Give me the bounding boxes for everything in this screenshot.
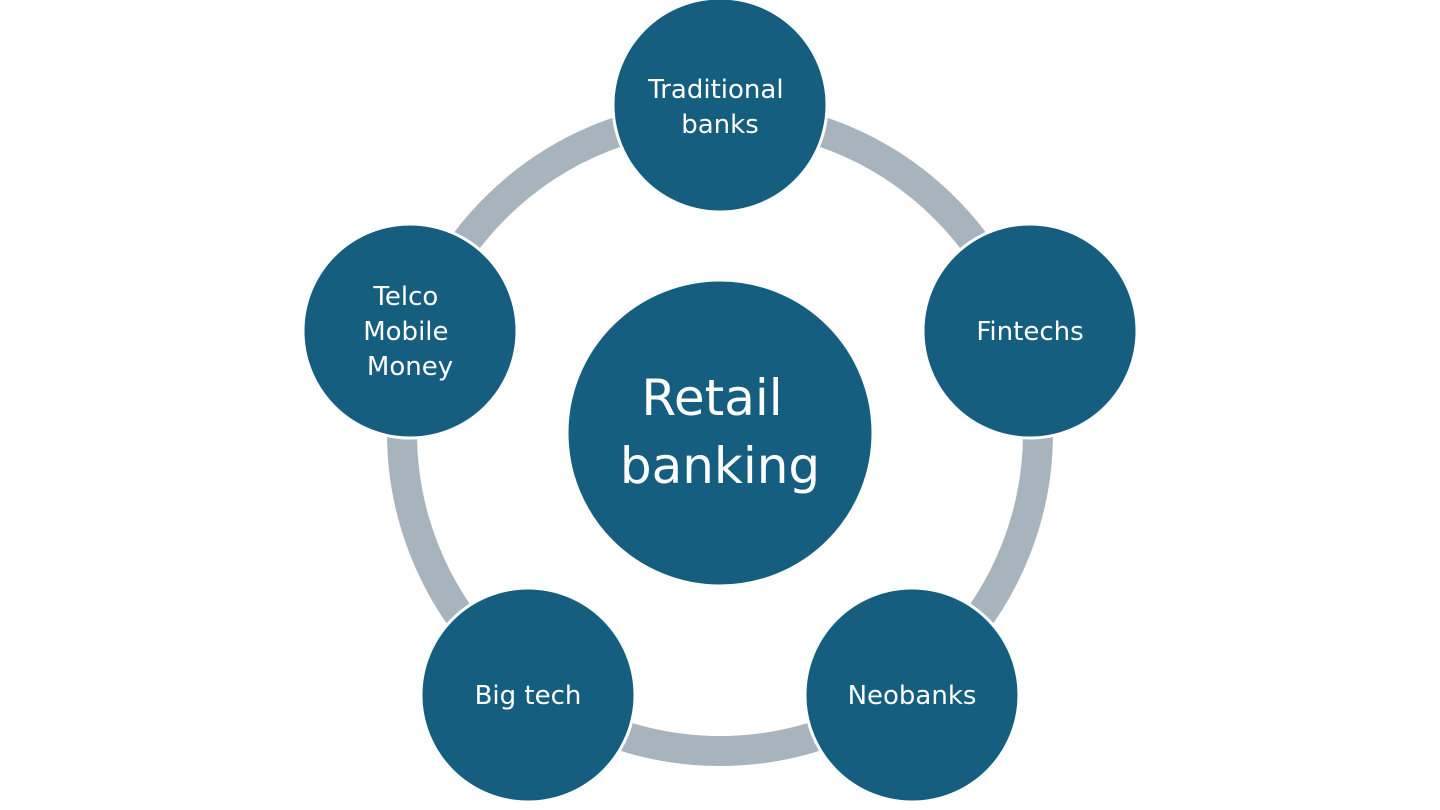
node-fintechs: Fintechs <box>921 222 1139 440</box>
node-label: Fintechs <box>976 317 1083 347</box>
node-label-line: banks <box>681 110 759 140</box>
node-label-line: Fintechs <box>976 317 1083 347</box>
node-label-line: Money <box>367 352 453 382</box>
node-label: Traditional banks <box>647 75 792 140</box>
node-label-line: Mobile <box>363 317 448 347</box>
node-label-line: Telco <box>372 282 438 312</box>
center-label-line: Retail <box>641 369 782 427</box>
node-telco-mobile-money: Telco Mobile Money <box>301 222 519 440</box>
node-label-line: Big tech <box>475 681 582 711</box>
center-node-retail-banking: Retail banking <box>565 278 875 588</box>
center-label: Retail banking <box>620 369 820 495</box>
node-big-tech: Big tech <box>419 586 637 804</box>
node-label: Neobanks <box>848 681 977 711</box>
node-label-line: Neobanks <box>848 681 977 711</box>
node-neobanks: Neobanks <box>803 586 1021 804</box>
node-traditional-banks: Traditional banks <box>611 0 829 214</box>
node-label-line: Traditional <box>647 75 783 105</box>
center-label-line: banking <box>620 437 820 495</box>
node-label: Big tech <box>475 681 582 711</box>
node-label: Telco Mobile Money <box>363 282 457 382</box>
